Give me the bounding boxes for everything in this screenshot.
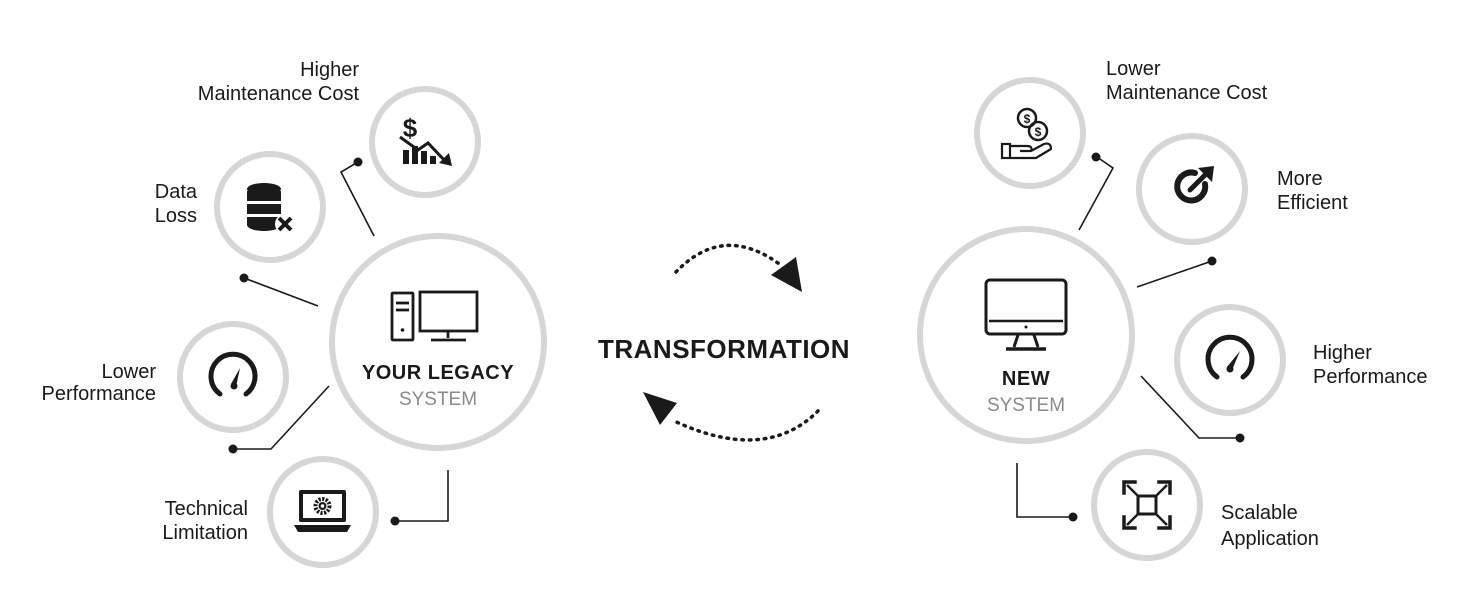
label-line-2: Performance [1313, 366, 1428, 388]
top-arrowhead [771, 257, 802, 292]
dot-technical [390, 516, 400, 526]
label-lower-maintenance-cost: Lower Maintenance Cost [1106, 57, 1267, 105]
label-line-1: Lower [1106, 58, 1161, 80]
legacy-title: YOUR LEGACY [361, 362, 515, 384]
new-dot-maintenance [1091, 152, 1101, 162]
gauge-high-icon [1205, 334, 1255, 380]
new-dot-performance [1235, 433, 1245, 443]
bottom-dotted-arc [670, 409, 820, 442]
laptop-gear-icon [294, 490, 351, 532]
legacy-center-label: YOUR LEGACY SYSTEM [338, 362, 538, 411]
new-performance-ring [1174, 304, 1286, 416]
label-line-2: Performance [41, 383, 157, 405]
monitor-icon [984, 278, 1068, 351]
dollar-down-chart-icon: $ [399, 113, 452, 166]
label-line-1: More [1277, 168, 1323, 190]
new-dot-scalable [1068, 512, 1078, 522]
label-line-1: Data [154, 181, 197, 203]
label-line-1: Technical [164, 498, 248, 520]
legacy-maintenance-ring [369, 86, 481, 198]
svg-text:$: $ [403, 113, 418, 143]
new-connector-efficient [1136, 260, 1213, 288]
label-line-2: Loss [154, 205, 197, 227]
gauge-low-icon [208, 351, 258, 397]
legacy-subtitle: SYSTEM [398, 389, 478, 410]
label-line-2: Efficient [1277, 192, 1348, 214]
svg-text:$: $ [1035, 125, 1042, 139]
label-higher-performance: Higher Performance [1313, 341, 1428, 389]
new-center-label: NEW SYSTEM [926, 368, 1126, 417]
label-line-1: Lower [101, 361, 156, 383]
label-line-2: Maintenance Cost [1106, 82, 1268, 104]
legacy-connectors [233, 161, 449, 522]
bottom-arrowhead [643, 392, 677, 425]
legacy-center-ring [329, 233, 547, 451]
new-dot-efficient [1207, 256, 1217, 266]
new-connector-performance [1140, 375, 1240, 439]
dot-performance [228, 444, 238, 454]
legacy-computer-icon [390, 290, 479, 342]
connector-technical [395, 470, 449, 522]
expand-icon [1122, 480, 1172, 530]
label-line-2: Application [1221, 528, 1319, 550]
new-connector-dots [1068, 152, 1245, 522]
legacy-performance-ring [177, 321, 289, 433]
circular-arrow-icon [1174, 166, 1214, 204]
new-connectors [1016, 156, 1240, 518]
connector-data-loss [243, 277, 319, 307]
label-data-loss: Data Loss [155, 180, 197, 228]
label-scalable-application: Scalable Application [1221, 500, 1319, 552]
connector-maintenance [339, 161, 375, 237]
dot-data-loss [239, 273, 249, 283]
new-connector-maintenance [1078, 156, 1115, 231]
top-dotted-arc [674, 243, 784, 274]
new-subtitle: SYSTEM [986, 395, 1066, 416]
label-higher-maintenance-cost: Higher Maintenance Cost [198, 58, 359, 106]
new-scalable-ring [1091, 449, 1203, 561]
connector-performance [233, 385, 330, 450]
transformation-label: TRANSFORMATION [598, 334, 851, 364]
label-line-1: Higher [300, 59, 359, 81]
label-technical-limitation: Technical Limitation [162, 497, 248, 545]
svg-text:$: $ [1024, 112, 1031, 126]
dot-maintenance [353, 157, 363, 167]
label-line-2: Limitation [162, 522, 248, 544]
coins-hand-icon: $ $ [1000, 107, 1053, 160]
label-more-efficient: More Efficient [1277, 167, 1348, 215]
database-x-icon [247, 183, 295, 234]
label-line-1: Scalable [1221, 502, 1298, 524]
legacy-connector-dots [228, 157, 400, 526]
label-line-2: Maintenance Cost [197, 83, 359, 105]
label-lower-performance: Lower Performance [42, 361, 157, 405]
new-title: NEW [1001, 368, 1051, 390]
cycle-arrows-icon [643, 243, 820, 442]
label-line-1: Higher [1313, 342, 1372, 364]
new-connector-scalable [1016, 463, 1073, 518]
